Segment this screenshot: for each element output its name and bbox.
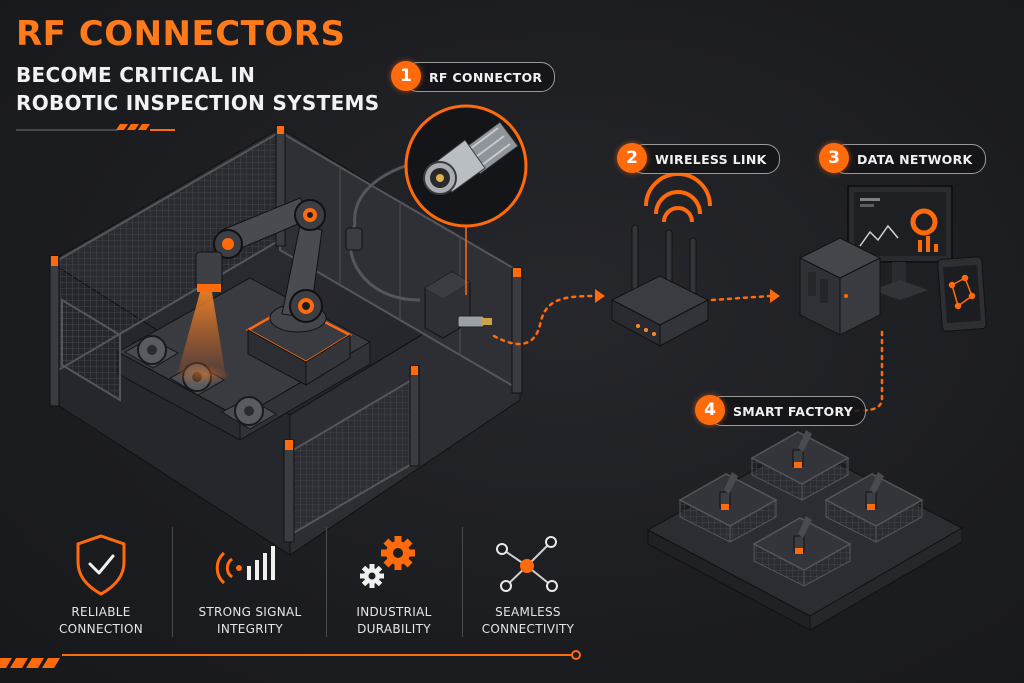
part-tray-3 — [220, 396, 278, 430]
network-nodes-icon — [496, 536, 558, 592]
callout-smart-factory: 4 SMART FACTORY — [695, 395, 867, 426]
factory-cell-left — [678, 472, 778, 543]
callout-label: RF CONNECTOR — [429, 69, 543, 85]
factory-cell-right — [824, 472, 924, 543]
feature-industrial-durability: INDUSTRIAL DURABILITY — [332, 598, 456, 638]
callout-data-network: 3 DATA NETWORK — [819, 143, 986, 174]
title-underline — [16, 124, 175, 131]
connector-zoom — [404, 104, 528, 295]
part-tray-1 — [123, 335, 180, 369]
page-title: RF CONNECTORS — [16, 14, 346, 54]
signal-bars-icon — [215, 546, 275, 585]
callout-number: 1 — [391, 61, 421, 91]
feature-reliable-connection: RELIABLE CONNECTION — [41, 598, 161, 638]
factory-cell-bottom — [752, 516, 852, 587]
feature-label: RELIABLE CONNECTION — [58, 605, 144, 636]
shield-check-icon — [76, 534, 126, 596]
callout-number: 3 — [819, 143, 849, 173]
callout-wireless-link: 2 WIRELESS LINK — [617, 143, 780, 174]
factory-cell-top — [750, 430, 850, 501]
callout-label: SMART FACTORY — [733, 403, 854, 419]
feature-label: SEAMLESS CONNECTIVITY — [481, 605, 575, 636]
subtitle-line-1: BECOME CRITICAL IN — [16, 63, 256, 87]
callout-label: DATA NETWORK — [857, 151, 973, 167]
subtitle-line-2: ROBOTIC INSPECTION SYSTEMS — [16, 91, 380, 115]
inspection-cell — [49, 125, 523, 556]
divider — [326, 527, 327, 637]
wireless-router — [610, 172, 712, 347]
callout-number: 2 — [617, 143, 647, 173]
divider — [462, 527, 463, 637]
gears-icon — [360, 536, 415, 588]
scan-beam — [178, 292, 226, 378]
divider — [172, 527, 173, 637]
feature-label: STRONG SIGNAL INTEGRITY — [198, 605, 302, 636]
data-network-station — [798, 185, 987, 336]
feature-label: INDUSTRIAL DURABILITY — [356, 605, 432, 636]
feature-seamless-connectivity: SEAMLESS CONNECTIVITY — [468, 598, 588, 638]
callout-rf-connector: 1 RF CONNECTOR — [391, 61, 556, 92]
robot-arm — [195, 197, 353, 386]
feature-signal-integrity: STRONG SIGNAL INTEGRITY — [180, 598, 320, 638]
bottom-rule — [0, 650, 581, 668]
smart-factory-grid — [646, 430, 964, 631]
callout-number: 4 — [695, 395, 725, 425]
callout-label: WIRELESS LINK — [655, 151, 767, 167]
